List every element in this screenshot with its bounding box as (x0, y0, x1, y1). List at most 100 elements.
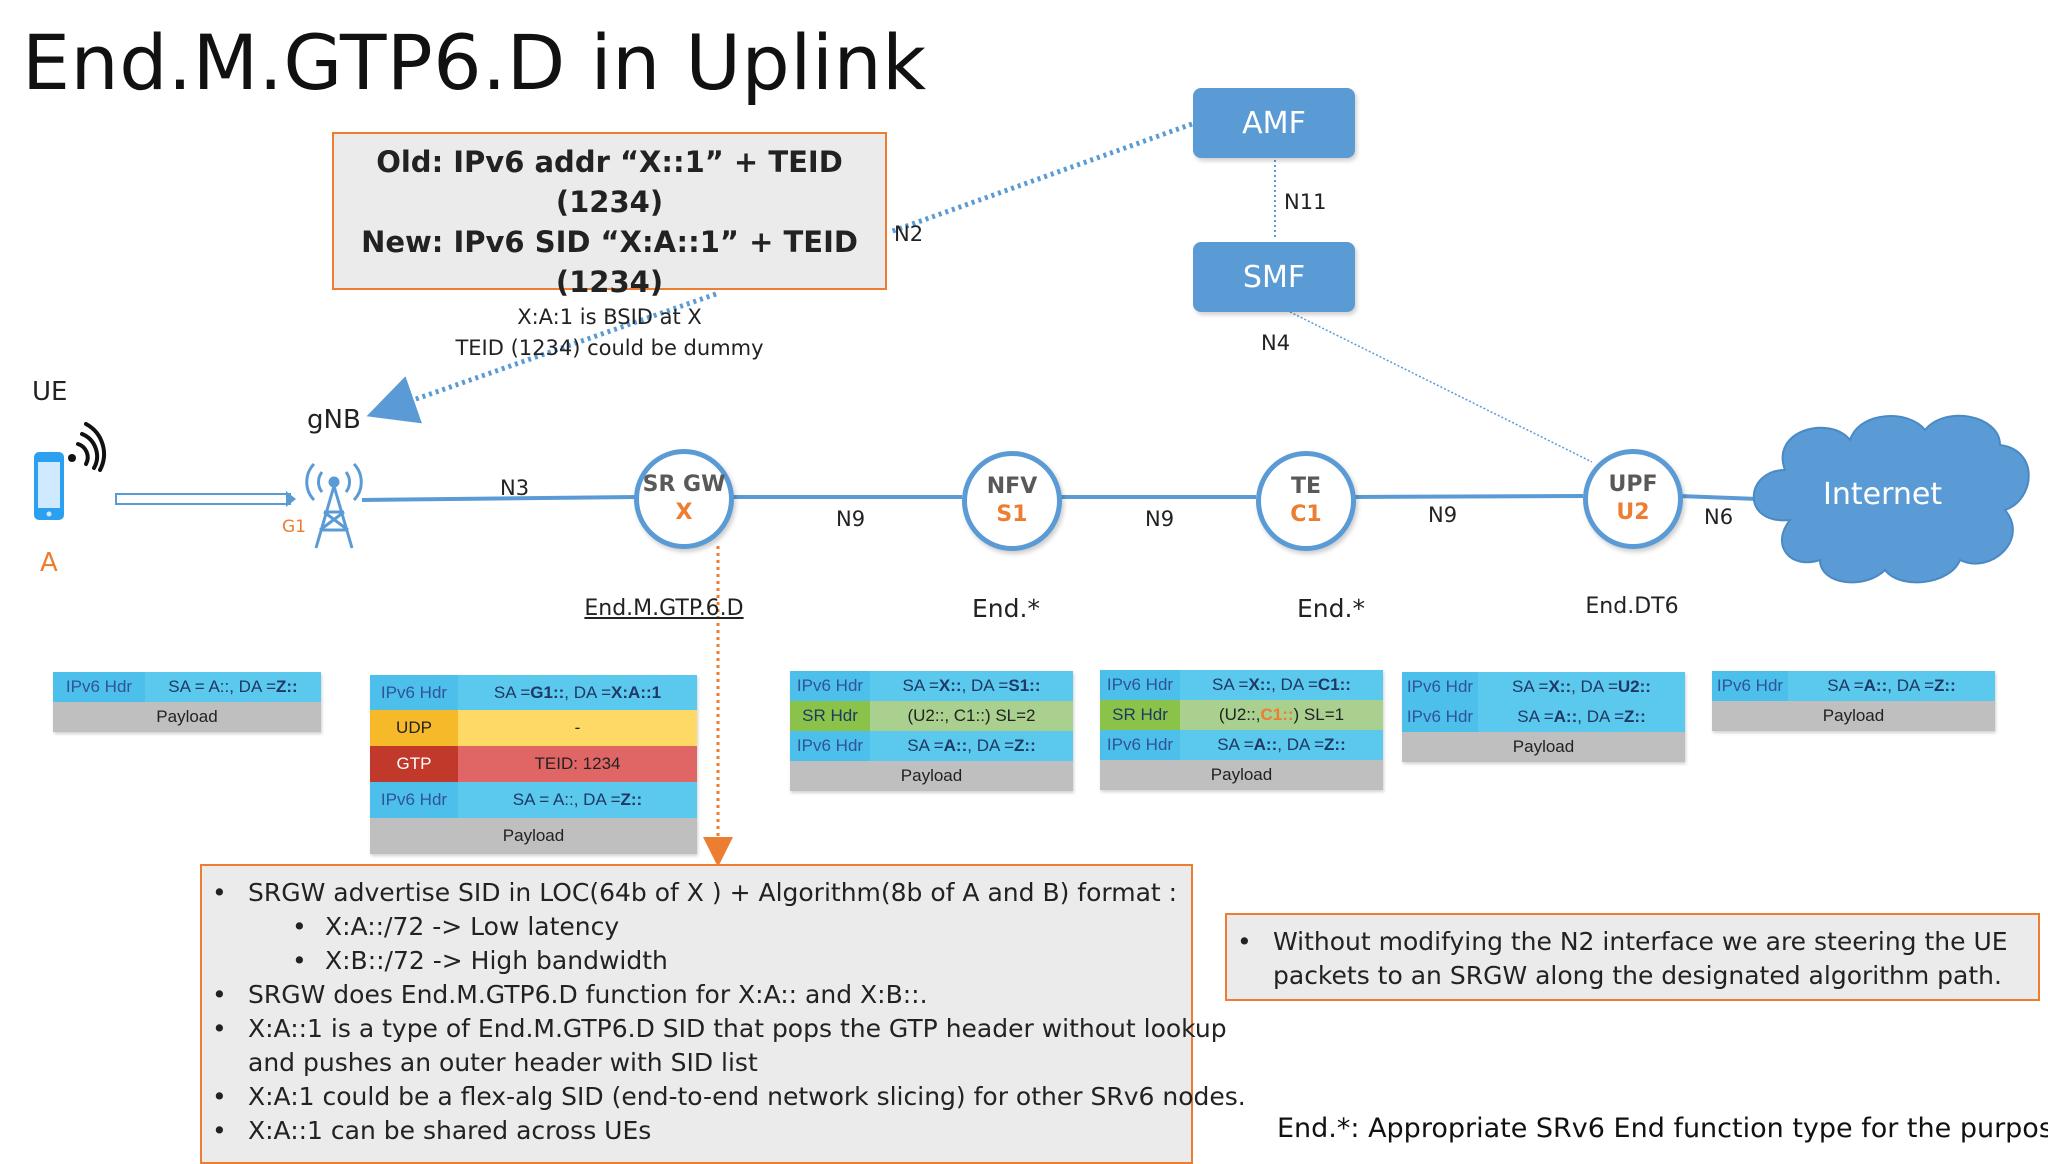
internet-cloud-icon (1752, 414, 2030, 584)
packet-stack-gtp: IPv6 Hdr SA = G1::, DA = X:A::1 UDP - GT… (370, 675, 697, 854)
udp-row: UDP - (370, 710, 697, 746)
bullet-shared: X:A::1 can be shared across UEs (212, 1114, 1191, 1148)
nfv-node[interactable]: NFV S1 (962, 451, 1062, 551)
header-type: SR Hdr (790, 701, 870, 731)
n4-link (1289, 311, 1593, 463)
antenna-tower-icon (305, 462, 363, 549)
gnb-label: gNB (307, 405, 361, 435)
header-fields: SA = A::, DA = Z:: (1788, 671, 1995, 701)
sr-header-row: SR Hdr (U2::, C1::) SL=1 (1100, 700, 1383, 730)
n11-label: N11 (1284, 190, 1327, 214)
ue-id: A (40, 548, 58, 578)
header-type: GTP (370, 746, 458, 782)
n2-link-upper (889, 121, 1193, 235)
header-fields: SA = A::, DA = Z:: (1478, 702, 1685, 732)
header-type: UDP (370, 710, 458, 746)
header-type: SR Hdr (1100, 700, 1180, 730)
outer-ipv6-row: IPv6 Hdr SA = G1::, DA = X:A::1 (370, 675, 697, 710)
gnb-id: G1 (282, 517, 306, 537)
n2-label: N2 (894, 222, 924, 246)
header-type: IPv6 Hdr (1402, 672, 1478, 702)
payload-row: Payload (1402, 732, 1685, 762)
n4-label: N4 (1261, 331, 1291, 355)
bullet-flex-alg: X:A:1 could be a flex-alg SID (end-to-en… (212, 1080, 1246, 1114)
end-function-footnote: End.*: Appropriate SRv6 End function typ… (1277, 1113, 2048, 1144)
payload-row: Payload (370, 818, 697, 854)
srgw-node[interactable]: SR GW X (634, 449, 734, 549)
header-fields: - (458, 710, 697, 746)
n9-label-3: N9 (1428, 503, 1458, 527)
header-fields: SA = A::, DA = Z:: (145, 672, 321, 702)
header-fields: SA = X::, DA = C1:: (1180, 670, 1383, 700)
upf-name: UPF (1608, 472, 1658, 497)
outer-ipv6-row: IPv6 Hdr SA = X::, DA = U2:: (1402, 672, 1685, 702)
nfv-name: NFV (986, 474, 1038, 499)
header-fields: SA = A::, DA = Z:: (1180, 730, 1383, 760)
bullet-high-bandwidth: X:B::/72 -> High bandwidth (212, 944, 1191, 978)
n6-label: N6 (1704, 505, 1734, 529)
signal-waves-icon (68, 422, 106, 472)
packet-stack-internet: IPv6 Hdr SA = A::, DA = Z:: Payload (1712, 671, 1995, 731)
nfv-id: S1 (996, 502, 1028, 527)
bullet-gtp6d-function: SRGW does End.M.GTP6.D function for X:A:… (212, 978, 1191, 1012)
internet-label: Internet (1823, 477, 1943, 512)
header-fields: SA = X::, DA = S1:: (870, 671, 1073, 701)
header-type: IPv6 Hdr (1100, 670, 1180, 700)
n9-link-3 (1351, 494, 1584, 499)
side-note-line1: Without modifying the N2 interface we ar… (1237, 925, 2038, 959)
srgw-id: X (675, 500, 693, 525)
header-fields: (U2::, C1::) SL=2 (870, 701, 1073, 731)
n9-label-1: N9 (836, 507, 866, 531)
header-fields: (U2::, C1::) SL=1 (1180, 700, 1383, 730)
smf-node[interactable]: SMF (1193, 242, 1355, 312)
payload-row: Payload (790, 761, 1073, 791)
note-bsid-line: X:A:1 is BSID at X (517, 305, 702, 329)
srgw-name: SR GW (642, 472, 726, 497)
ue-label: UE (32, 377, 68, 407)
header-type: IPv6 Hdr (1712, 671, 1788, 701)
n3-label: N3 (500, 476, 530, 500)
header-fields: SA = X::, DA = U2:: (1478, 672, 1685, 702)
phone-icon (34, 452, 64, 520)
payload-row: Payload (1100, 760, 1383, 790)
gtp-row: GTP TEID: 1234 (370, 746, 697, 782)
note-old-line: Old: IPv6 addr “X::1” + TEID (1234) (376, 145, 843, 219)
packet-stack-te: IPv6 Hdr SA = X::, DA = C1:: SR Hdr (U2:… (1100, 670, 1383, 790)
outer-ipv6-row: IPv6 Hdr SA = X::, DA = S1:: (790, 671, 1073, 701)
header-fields: SA = A::, DA = Z:: (458, 782, 697, 818)
packet-stack-nfv: IPv6 Hdr SA = X::, DA = S1:: SR Hdr (U2:… (790, 671, 1073, 791)
payload-row: Payload (1712, 701, 1995, 731)
te-id: C1 (1290, 502, 1322, 527)
page-title: End.M.GTP6.D in Uplink (22, 18, 927, 107)
upf-node[interactable]: UPF U2 (1583, 449, 1683, 549)
bullet-pops-gtp-cont: and pushes an outer header with SID list (248, 1048, 758, 1077)
header-type: IPv6 Hdr (790, 671, 870, 701)
header-type: IPv6 Hdr (790, 731, 870, 761)
ue-uplink-arrow (115, 493, 291, 505)
amf-node[interactable]: AMF (1193, 88, 1355, 158)
inner-ipv6-row: IPv6 Hdr SA = A::, DA = Z:: (1100, 730, 1383, 760)
payload-row: Payload (53, 702, 321, 732)
te-node[interactable]: TE C1 (1256, 451, 1356, 551)
srgw-explanation-box: SRGW advertise SID in LOC(64b of X ) + A… (200, 864, 1246, 1164)
n6-link (1678, 494, 1759, 501)
n9-label-2: N9 (1145, 507, 1175, 531)
inner-ipv6-row: IPv6 Hdr SA = A::, DA = Z:: (790, 731, 1073, 761)
te-name: TE (1290, 474, 1322, 499)
header-type: IPv6 Hdr (370, 675, 458, 710)
outer-ipv6-row: IPv6 Hdr SA = X::, DA = C1:: (1100, 670, 1383, 700)
bullet-low-latency: X:A::/72 -> Low latency (212, 910, 1191, 944)
ipv6-header-row: IPv6 Hdr SA = A::, DA = Z:: (53, 672, 321, 702)
sid-note-box: Old: IPv6 addr “X::1” + TEID (1234) New:… (332, 132, 887, 360)
note-new-line: New: IPv6 SID “X:A::1” + TEID (1234) (361, 225, 858, 299)
header-fields: SA = G1::, DA = X:A::1 (458, 675, 697, 710)
inner-ipv6-row: IPv6 Hdr SA = A::, DA = Z:: (1402, 702, 1685, 732)
header-type: IPv6 Hdr (1402, 702, 1478, 732)
packet-stack-upf: IPv6 Hdr SA = X::, DA = U2:: IPv6 Hdr SA… (1402, 672, 1685, 762)
srgw-function: End.M.GTP.6.D (584, 596, 744, 621)
packet-stack-ue: IPv6 Hdr SA = A::, DA = Z:: Payload (53, 672, 321, 732)
upf-function: End.DT6 (1585, 594, 1679, 619)
upf-id: U2 (1616, 500, 1650, 525)
nfv-function: End.* (972, 594, 1040, 623)
